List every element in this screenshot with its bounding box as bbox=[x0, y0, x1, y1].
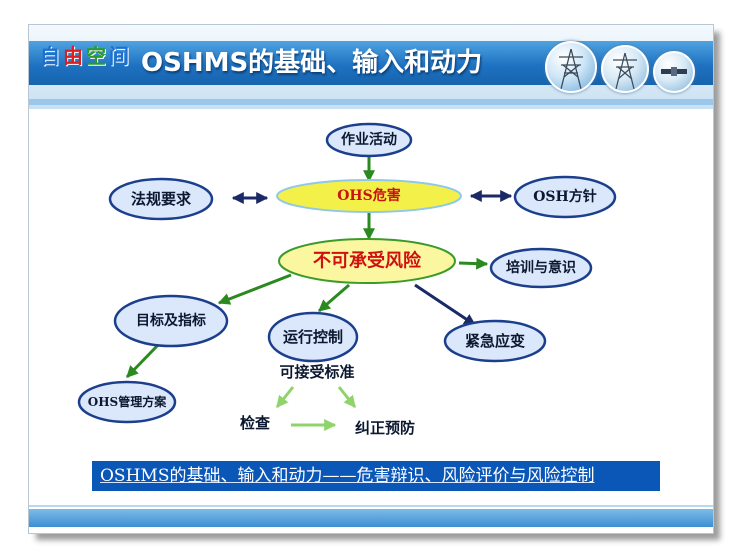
node-operation-shape bbox=[267, 311, 359, 363]
satellite-icon bbox=[653, 51, 695, 93]
arrow-standard-to-correct bbox=[337, 386, 357, 408]
node-training: 培训与意识 bbox=[489, 247, 593, 289]
power-tower-photo-icon bbox=[601, 45, 649, 93]
header-band bbox=[29, 41, 713, 85]
node-objectives-shape bbox=[113, 294, 229, 348]
arrow-risk-to-training bbox=[458, 257, 489, 270]
arrow-risk-to-objectives bbox=[217, 273, 292, 305]
slide-title: OSHMS的基础、输入和动力 bbox=[141, 48, 483, 78]
node-regulations-shape bbox=[108, 177, 214, 221]
arrow-risk-to-operation bbox=[318, 283, 350, 313]
label-check: 检查 bbox=[240, 414, 271, 432]
node-policy-label: OSH方针 bbox=[533, 188, 597, 205]
tower-graphic bbox=[613, 52, 637, 90]
node-program-shape bbox=[77, 380, 177, 424]
node-objectives: 目标及指标 bbox=[113, 294, 229, 348]
logo-char-4: 间 bbox=[109, 44, 129, 68]
node-regulations: 法规要求 bbox=[108, 177, 214, 221]
footer-caption: OSHMS的基础、输入和动力——危害辩识、风险评价与风险控制 bbox=[100, 466, 595, 486]
node-operation-label: 运行控制 bbox=[283, 328, 343, 346]
node-policy-shape bbox=[513, 175, 617, 219]
logo-char-2: 由 bbox=[63, 44, 83, 68]
node-objectives-label: 目标及指标 bbox=[136, 312, 206, 329]
node-training-shape bbox=[489, 247, 593, 289]
slide-header: 自 由 空 间 OSHMS的基础、输入和动力 bbox=[29, 25, 713, 109]
node-operation: 运行控制 bbox=[267, 311, 359, 363]
node-activity: 作业活动 bbox=[325, 122, 413, 158]
node-regulations-label: 法规要求 bbox=[131, 190, 192, 208]
footer-caption-box: OSHMS的基础、输入和动力——危害辩识、风险评价与风险控制 bbox=[92, 461, 660, 491]
risk-control-diagram: 作业活动 法规要求 OHS危害 OSH方针 不可承受风险 培训与意识 bbox=[77, 122, 617, 437]
node-program-label: OHS管理方案 bbox=[88, 394, 167, 409]
arrow-objectives-to-program bbox=[125, 342, 161, 379]
arrow-standard-to-check bbox=[275, 386, 295, 408]
bottom-divider bbox=[29, 505, 713, 507]
arrow-risk-to-emergency bbox=[414, 283, 476, 327]
node-policy: OSH方针 bbox=[513, 175, 617, 219]
label-acceptable-standard: 可接受标准 bbox=[279, 363, 354, 381]
node-risk-label: 不可承受风险 bbox=[313, 250, 422, 272]
tower-graphic bbox=[559, 48, 583, 90]
node-hazard-label: OHS危害 bbox=[337, 187, 401, 204]
node-risk: 不可承受风险 bbox=[278, 238, 456, 284]
node-emergency-label: 紧急应变 bbox=[465, 332, 525, 350]
logo: 自 由 空 间 bbox=[37, 33, 135, 75]
slide: 自 由 空 间 OSHMS的基础、输入和动力 bbox=[28, 24, 714, 534]
node-emergency-shape bbox=[443, 319, 547, 363]
node-emergency: 紧急应变 bbox=[443, 319, 547, 363]
node-hazard-shape bbox=[276, 179, 462, 213]
bottom-band bbox=[29, 509, 713, 527]
satellite-graphic bbox=[661, 67, 687, 76]
power-tower-photo-icon bbox=[545, 41, 597, 93]
node-activity-shape bbox=[325, 122, 413, 158]
node-activity-label: 作业活动 bbox=[341, 131, 397, 148]
logo-char-3: 空 bbox=[86, 44, 106, 68]
label-correct-prevent: 纠正预防 bbox=[355, 419, 415, 437]
node-program: OHS管理方案 bbox=[77, 380, 177, 424]
node-training-label: 培训与意识 bbox=[506, 259, 576, 276]
logo-char-1: 自 bbox=[40, 44, 60, 68]
node-hazard: OHS危害 bbox=[276, 179, 462, 213]
header-underline bbox=[29, 99, 713, 105]
connector-arrows bbox=[125, 156, 513, 431]
node-risk-shape bbox=[278, 238, 456, 284]
